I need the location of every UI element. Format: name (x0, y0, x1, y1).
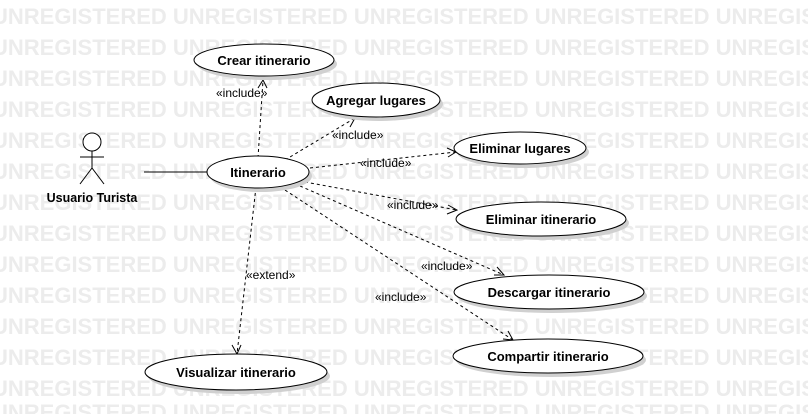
extend-line-visualizar (236, 186, 257, 355)
use-case-label: Agregar lugares (326, 93, 426, 108)
include-line-crear (257, 79, 264, 159)
use-case-label: Eliminar itinerario (486, 212, 597, 227)
watermark-row: UNREGISTERED UNREGISTERED UNREGISTERED U… (0, 252, 808, 277)
use-case-descargar-itinerario[interactable]: Descargar itinerario (453, 274, 647, 313)
watermark-row: UNREGISTERED UNREGISTERED UNREGISTERED U… (0, 283, 808, 308)
relation-labels: «include» «include» «include» «include» … (216, 86, 473, 304)
actor-right-leg (91, 167, 105, 185)
use-case-label: Eliminar lugares (469, 141, 570, 156)
use-case-label: Crear itinerario (217, 53, 310, 68)
include-line-agregar (284, 117, 356, 161)
include-line-eliminar-lugares (309, 151, 457, 169)
include-label-crear: «include» (216, 86, 268, 100)
include-line-descargar (299, 185, 505, 276)
watermark-row: UNREGISTERED UNREGISTERED UNREGISTERED U… (0, 314, 808, 339)
use-case-label: Compartir itinerario (487, 349, 608, 364)
actor-label: Usuario Turista (47, 191, 139, 205)
watermark-row: UNREGISTERED UNREGISTERED UNREGISTERED U… (0, 159, 808, 184)
watermark-row: UNREGISTERED UNREGISTERED UNREGISTERED U… (0, 35, 808, 60)
watermark-row: UNREGISTERED UNREGISTERED UNREGISTERED U… (0, 345, 808, 370)
watermark-row: UNREGISTERED UNREGISTERED UNREGISTERED U… (0, 190, 808, 215)
use-case-eliminar-lugares[interactable]: Eliminar lugares (453, 131, 589, 168)
watermark-row: UNREGISTERED UNREGISTERED UNREGISTERED U… (0, 128, 808, 153)
use-case-label: Descargar itinerario (488, 285, 611, 300)
actor-head (82, 132, 102, 152)
use-case-crear-itinerario[interactable]: Crear itinerario (193, 43, 337, 80)
use-case-compartir-itinerario[interactable]: Compartir itinerario (452, 338, 646, 377)
include-line-eliminar-itinerario (304, 181, 458, 211)
extend-label-visualizar: «extend» (246, 268, 296, 282)
use-case-eliminar-itinerario[interactable]: Eliminar itinerario (455, 201, 629, 240)
use-case-agregar-lugares[interactable]: Agregar lugares (311, 82, 443, 121)
actor-left-leg (79, 167, 93, 185)
include-label-eliminar-itinerario: «include» (387, 198, 439, 212)
include-label-eliminar-lugares: «include» (360, 156, 412, 170)
include-label-agregar: «include» (332, 128, 384, 142)
use-case-label: Visualizar itinerario (176, 365, 296, 380)
arrowhead (494, 266, 506, 276)
actor-usuario-turista[interactable]: Usuario Turista (47, 132, 139, 205)
watermark-row: UNREGISTERED UNREGISTERED UNREGISTERED U… (0, 4, 808, 29)
watermark-row: UNREGISTERED UNREGISTERED UNREGISTERED U… (0, 221, 808, 246)
arrowhead (257, 78, 268, 89)
dependencies (231, 78, 514, 356)
use-case-label: Itinerario (230, 165, 286, 180)
use-case-itinerario[interactable]: Itinerario (206, 155, 312, 192)
include-label-compartir: «include» (375, 290, 427, 304)
watermark: UNREGISTERED UNREGISTERED UNREGISTERED U… (0, 4, 808, 414)
arrowhead (446, 204, 459, 215)
use-case-visualizar-itinerario[interactable]: Visualizar itinerario (144, 353, 330, 394)
watermark-row: UNREGISTERED UNREGISTERED UNREGISTERED U… (0, 376, 808, 401)
include-label-descargar: «include» (421, 259, 473, 273)
watermark-row: UNREGISTERED UNREGISTERED UNREGISTERED U… (0, 400, 808, 414)
